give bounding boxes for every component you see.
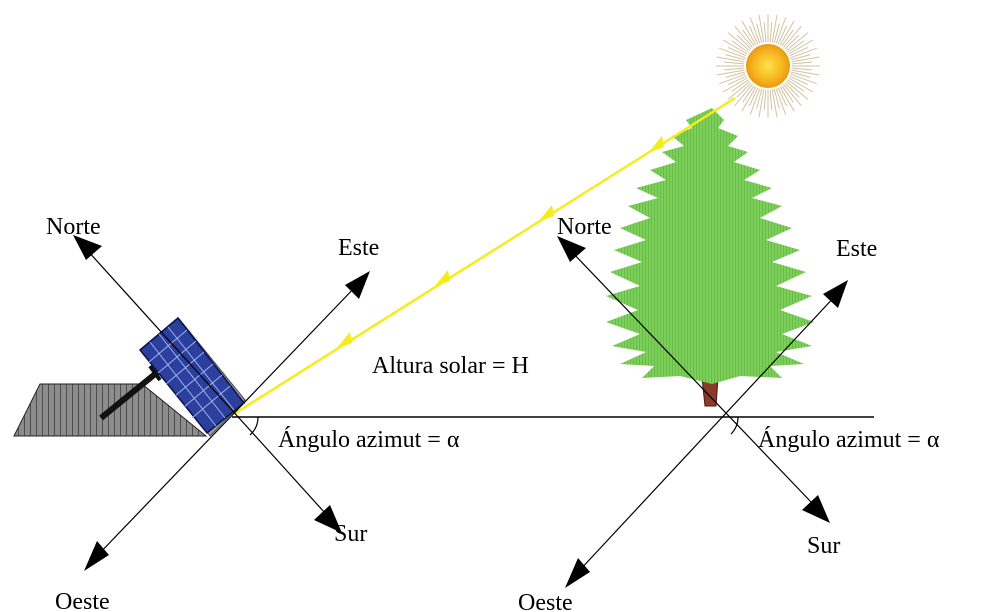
azimuth-arc-right xyxy=(730,416,739,435)
north-label-right: Norte xyxy=(557,214,612,240)
north-arrow-right xyxy=(557,236,586,262)
south-label-left: Sur xyxy=(334,521,367,547)
west-arrow-right xyxy=(565,558,590,588)
east-arrow-right xyxy=(823,280,848,308)
solar-altitude-label: Altura solar = H xyxy=(372,353,529,379)
west-arrow-left xyxy=(84,541,109,571)
azimuth-arc-left xyxy=(249,416,259,436)
north-arrow-left xyxy=(73,235,102,260)
south-arrow-left xyxy=(314,505,342,533)
azimuth-label-left: Ángulo azimut = α xyxy=(278,427,460,453)
solar-panel xyxy=(138,316,246,437)
east-label-right: Este xyxy=(836,236,877,262)
north-label-left: Norte xyxy=(46,214,101,240)
west-label-left: Oeste xyxy=(55,589,110,612)
sun xyxy=(716,14,820,118)
left-compass xyxy=(73,235,370,571)
east-label-left: Este xyxy=(338,235,379,261)
panel-support xyxy=(99,364,162,421)
south-arrow-right xyxy=(802,495,830,523)
tree xyxy=(606,108,814,407)
right-compass xyxy=(557,236,848,588)
east-arrow-left xyxy=(345,271,370,299)
south-label-right: Sur xyxy=(807,533,840,559)
west-label-right: Oeste xyxy=(518,590,573,612)
azimuth-label-right: Ángulo azimut = α xyxy=(758,427,940,453)
sun-ray xyxy=(233,96,736,416)
